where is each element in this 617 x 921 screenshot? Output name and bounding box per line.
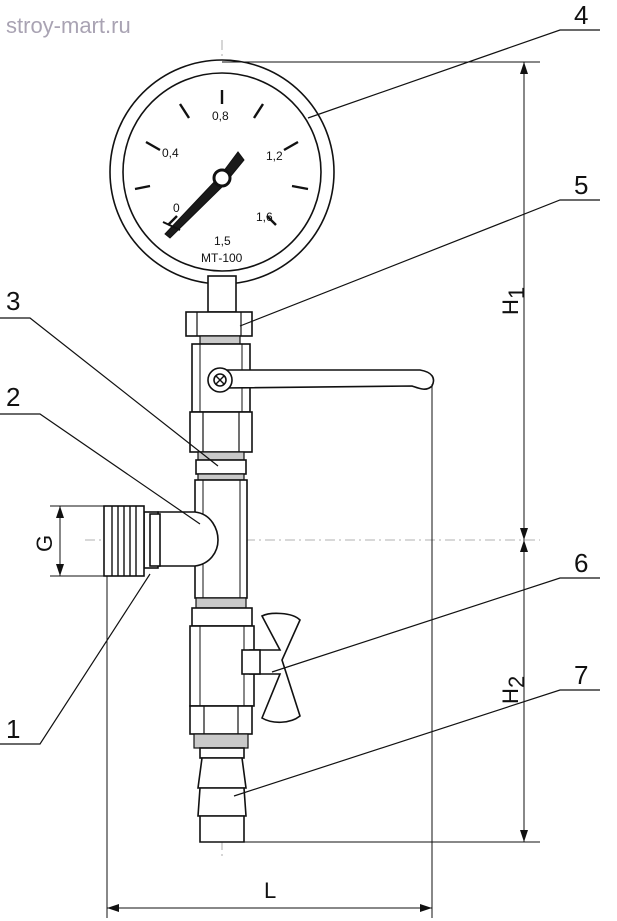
threaded-fitting [103,505,161,577]
scale-label-0-4: 0,4 [162,146,179,160]
scale-label-1-6: 1,6 [256,210,273,224]
callout-5: 5 [574,170,588,200]
dim-l-label: L [264,878,276,903]
upper-ball-valve [185,311,435,453]
callout-7: 7 [574,660,588,690]
dimension-arrows [56,62,528,912]
accuracy-class-label: 1,5 [214,234,231,248]
dim-h1: H 1 [498,287,529,315]
dim-h2: H 2 [498,676,529,704]
dim-h2-letter: H [498,688,523,704]
tee-body [157,479,248,609]
scale-label-0-8: 0,8 [212,109,229,123]
upper-valve-lever [221,369,435,390]
scale-label-1-2: 1,2 [266,149,283,163]
watermark: stroy-mart.ru [6,13,131,38]
tee-branch [157,511,219,567]
callout-2: 2 [6,382,20,412]
lower-drain-valve [189,607,301,749]
callout-1: 1 [6,714,20,744]
scale-label-0: 0 [173,201,180,215]
gauge-stem [207,275,237,313]
callout-4: 4 [574,0,588,30]
callout-leaders [0,29,600,797]
upper-valve-lower-nut [189,411,253,453]
lower-valve-nut [189,705,253,735]
upper-valve-nut [185,311,253,337]
dim-g: G [32,535,57,552]
dimension-lines [50,61,540,918]
hose-barb [197,747,247,843]
callout-3: 3 [6,286,20,316]
dim-h2-sub: 2 [504,676,529,688]
dim-g-label: G [32,535,57,552]
gauge-needle [162,151,245,239]
dim-h1-sub: 1 [504,287,529,299]
callout-6: 6 [574,548,588,578]
coupling-nipple [195,451,247,481]
dim-h1-letter: H [498,299,523,315]
butterfly-handle [249,612,301,724]
gauge-model-label: МТ-100 [201,251,243,265]
pressure-gauge: 0 0,4 0,8 1,2 1,6 1,5 МТ-100 [109,59,335,313]
gauge-ticks [134,90,309,226]
upper-valve-ring [199,335,241,345]
